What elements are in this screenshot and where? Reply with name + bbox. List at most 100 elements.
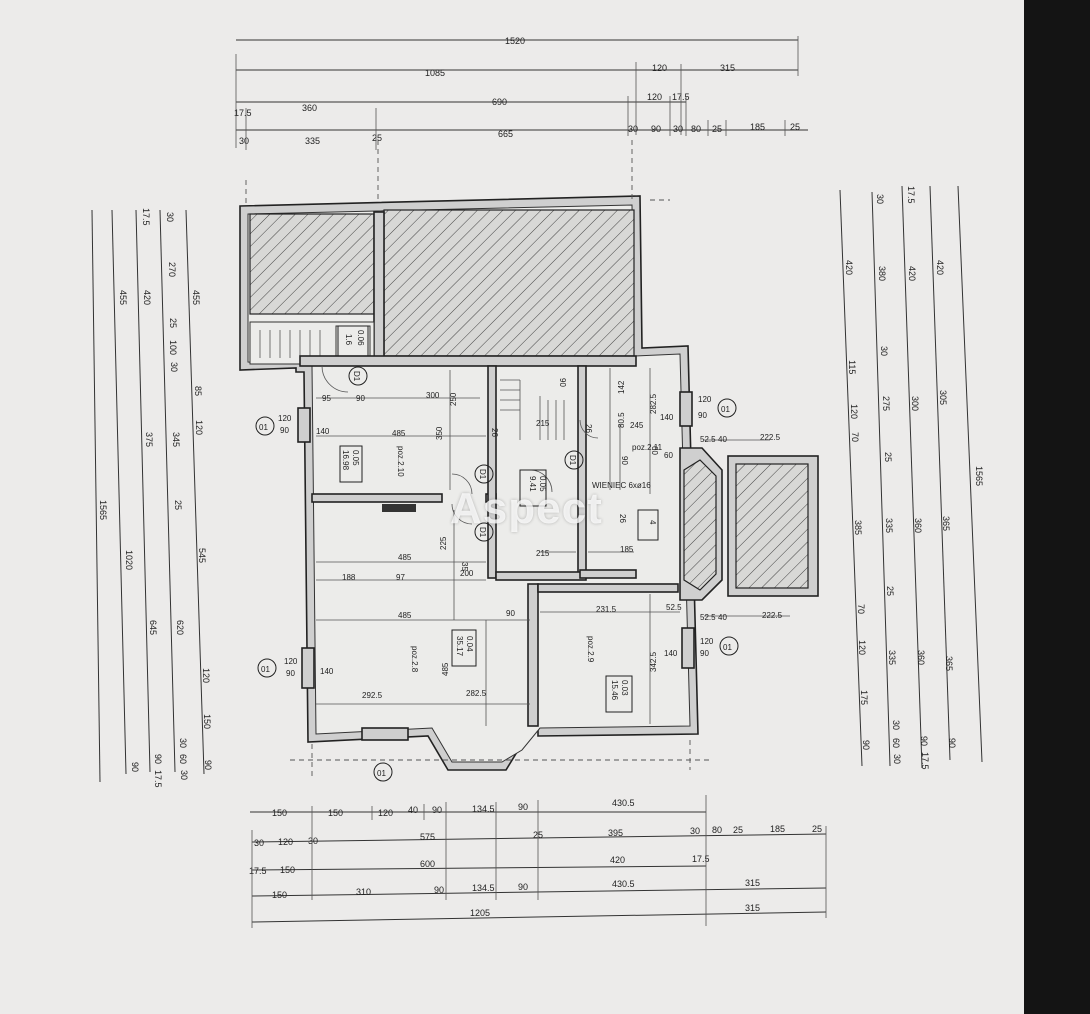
- left-dim-4-10: 30: [179, 770, 189, 780]
- note-poz-211: poz.2.11: [632, 443, 663, 452]
- inner-dim-10: 185: [620, 545, 634, 554]
- right-dim-4-1: 305: [938, 390, 948, 405]
- bottom-dim-2-5: 395: [608, 828, 623, 838]
- inner-dim-14: 282.5: [466, 689, 487, 698]
- bottom-dimensions: 150 150 120 40 90 134.5 90 430.5 30 120 …: [249, 795, 827, 928]
- room-0-03-area: 15.46: [610, 680, 619, 701]
- top-dim-4-0: 30: [239, 136, 249, 146]
- inner-dim-37: 35: [460, 562, 469, 571]
- window-tag-3: 01: [261, 665, 270, 674]
- left-dim-4-6: 25: [173, 500, 183, 510]
- bottom-dim-2-9: 185: [770, 824, 785, 834]
- left-dim-5-0: 455: [191, 290, 201, 305]
- hatched-terrace: [735, 463, 809, 589]
- inner-dim-32: 90: [558, 378, 567, 387]
- window-tag-5: 01: [377, 769, 386, 778]
- window-dims-3-top: 120: [284, 657, 298, 666]
- top-dim-4-1: 335: [305, 136, 320, 146]
- bottom-dim-3-4: 17.5: [692, 854, 710, 864]
- right-dim-4-3: 365: [944, 656, 954, 671]
- right-dim-3-5: 90: [919, 736, 929, 746]
- left-dimensions: 1565 455 1020 90 17.5 420 375 645 90 17.…: [91, 208, 213, 788]
- top-dim-2-2: 315: [720, 63, 735, 73]
- right-dim-1-1: 115: [847, 360, 857, 374]
- room-0-03-num: 0.03: [620, 680, 629, 696]
- top-dim-4-8: 25: [712, 124, 722, 134]
- window-dims-4-side: 140: [664, 649, 678, 658]
- bottom-dim-1-3: 40: [408, 805, 418, 815]
- bottom-dim-4-3: 134.5: [472, 883, 495, 893]
- left-dim-2-0: 455: [118, 290, 128, 305]
- watermark-logo: Aspect: [450, 484, 603, 533]
- window-dims-1-side: 140: [316, 427, 330, 436]
- inner-dim-18: 485: [441, 662, 450, 676]
- bottom-dim-1-7: 430.5: [612, 798, 635, 808]
- inner-dim-30: 60: [664, 451, 673, 460]
- inner-dim-7: 485: [398, 611, 412, 620]
- bottom-dim-2-1: 120: [278, 837, 293, 847]
- bottom-dim-2-2: 30: [308, 836, 318, 846]
- inner-dim-4: 485: [398, 553, 412, 562]
- bottom-dim-2-0: 30: [254, 838, 264, 848]
- left-dim-4-1: 270: [167, 262, 177, 277]
- bottom-dim-2-3: 575: [420, 832, 435, 842]
- inner-dim-31: 60: [650, 446, 659, 455]
- right-dim-4-0: 420: [935, 260, 945, 275]
- inner-dim-22: 245: [630, 421, 644, 430]
- left-dim-4-9: 60: [178, 754, 188, 764]
- door-tag-1: D1: [352, 371, 361, 382]
- room-0-06-area: 1.6: [344, 334, 353, 346]
- right-dim-1-5: 70: [856, 604, 866, 614]
- bottom-dim-2-7: 80: [712, 825, 722, 835]
- right-dim-1-8: 90: [861, 740, 871, 750]
- top-dim-3-0: 17.5: [234, 108, 252, 118]
- right-dim-2-3: 275: [881, 396, 891, 411]
- left-dim-4-7: 620: [175, 620, 185, 635]
- bottom-dim-3-1: 150: [280, 865, 295, 875]
- bottom-dim-3-2: 600: [420, 859, 435, 869]
- window-tag-4: 01: [723, 643, 732, 652]
- inner-dim-29: 40: [718, 613, 727, 622]
- inner-dim-11: 231.5: [596, 605, 617, 614]
- door-tag-3: D1: [568, 455, 577, 466]
- bottom-dim-2-8: 25: [733, 825, 743, 835]
- room-0-05-area: 16.98: [341, 450, 350, 471]
- inner-dim-19: 342.5: [649, 651, 658, 672]
- right-dim-2-7: 335: [887, 650, 897, 665]
- top-dim-4-9: 185: [750, 122, 765, 132]
- top-dim-2-1: 120: [652, 63, 667, 73]
- hatched-area-left: [249, 213, 375, 315]
- inner-dim-2: 300: [426, 391, 440, 400]
- background-edge: [1024, 0, 1090, 1014]
- top-dim-4-6: 30: [673, 124, 683, 134]
- bottom-dim-4-1: 310: [356, 887, 371, 897]
- right-dim-4-2: 365: [941, 516, 951, 531]
- inner-dim-12: 52.5: [666, 603, 682, 612]
- bottom-dim-1-6: 90: [518, 802, 528, 812]
- window-dims-2-side: 140: [660, 413, 674, 422]
- left-dim-5-5: 150: [202, 714, 212, 729]
- bottom-dim-4-0: 150: [272, 890, 287, 900]
- left-dim-3-2: 375: [144, 432, 154, 447]
- right-dim-2-9: 60: [891, 738, 901, 748]
- room-0-04-area: 35.17: [455, 636, 464, 657]
- left-dim-3-4: 90: [153, 754, 163, 764]
- right-dim-2-6: 25: [885, 586, 895, 596]
- window-tags: 01 01 01 01 01: [255, 398, 739, 782]
- room-0-03-pos: poz.2.9: [586, 636, 595, 663]
- inner-dim-20: 142: [617, 380, 626, 394]
- inner-dim-28: 40: [718, 435, 727, 444]
- inner-dim-38: 200: [460, 569, 474, 578]
- right-dim-2-2: 30: [879, 346, 889, 356]
- inner-dim-34: 26: [490, 428, 499, 437]
- right-dim-1-6: 120: [857, 640, 867, 655]
- windows: 120 90 140 120 90 140 120 90 140 120 90 …: [278, 391, 714, 741]
- top-dim-4-10: 25: [790, 122, 800, 132]
- inner-dim-25: 222.5: [762, 611, 783, 620]
- right-dim-2-4: 25: [883, 452, 893, 462]
- bottom-dim-1-2: 120: [378, 808, 393, 818]
- top-dim-3-2: 690: [492, 97, 507, 107]
- inner-dim-16: 350: [435, 426, 444, 440]
- bottom-dim-4-2: 90: [434, 885, 444, 895]
